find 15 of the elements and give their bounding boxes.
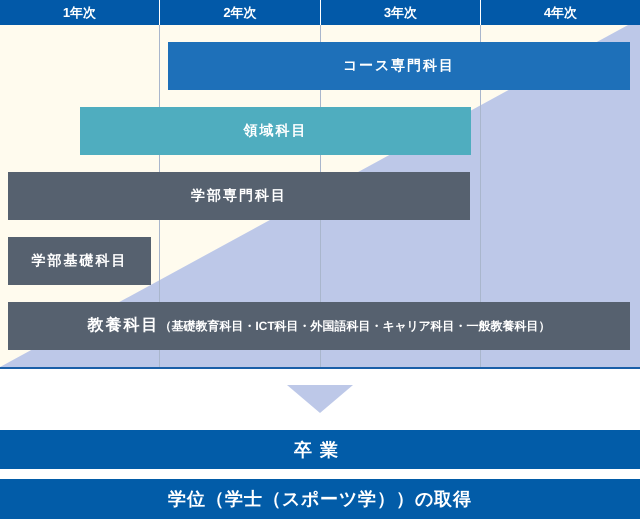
subject-bar: コース専門科目 [168,42,630,90]
year-header: 3年次 [321,0,480,25]
subject-title: 教養科目 [87,318,160,334]
year-header: 1年次 [0,0,159,25]
subject-bar: 学部専門科目 [8,172,470,220]
arrow [287,385,353,413]
chart-panel [0,25,640,369]
subject-bar [8,302,630,350]
year-header: 2年次 [160,0,320,25]
subject-note: （基礎教育科目・ICT科目・外国語科目・キャリア科目・一般教養科目） [159,320,551,332]
subject-bar: 学部基礎科目 [8,237,151,285]
year-header: 4年次 [481,0,640,25]
subject-bar: 領域科目 [80,107,471,155]
graduation-band: 卒業 [0,430,640,469]
degree-band: 学位（学士（スポーツ学））の取得 [0,479,640,519]
